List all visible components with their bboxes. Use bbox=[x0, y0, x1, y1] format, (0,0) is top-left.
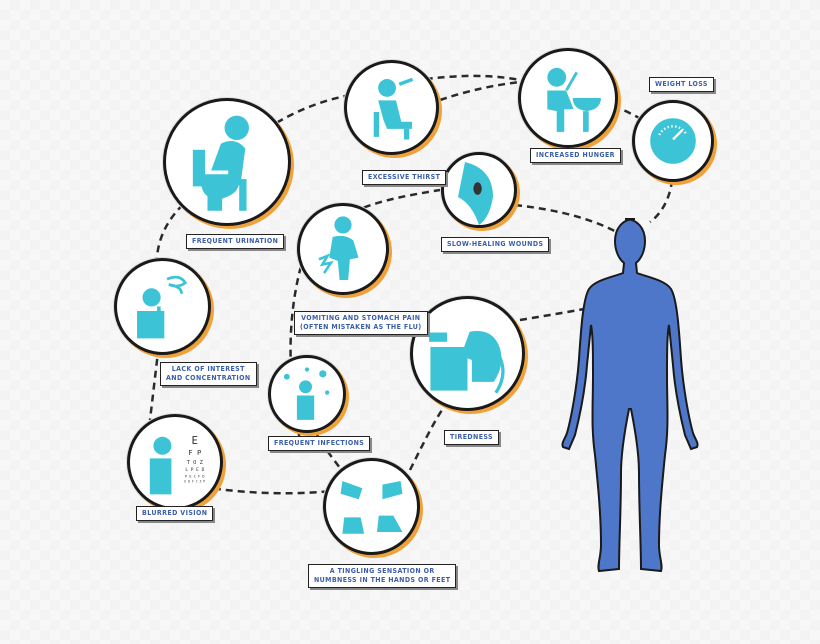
drinking-person-icon bbox=[344, 60, 439, 155]
eye-chart-line: T O Z bbox=[187, 460, 204, 466]
label-vomiting: Vomiting and stomach pain (often mistake… bbox=[294, 311, 428, 335]
eye-chart-line: E D F C Z P bbox=[184, 480, 205, 484]
eating-person-icon bbox=[518, 48, 618, 148]
label-tiredness: Tiredness bbox=[444, 430, 499, 445]
label-line: Lack of interest bbox=[171, 365, 245, 373]
stomach-pain-icon bbox=[297, 203, 389, 295]
label-frequent-urination: Frequent urination bbox=[186, 234, 285, 249]
eye-chart-line: L P E D bbox=[185, 467, 204, 473]
label-line: Vomiting and stomach pain bbox=[301, 314, 421, 322]
label-lack-of-interest: Lack of interest and concentration bbox=[160, 362, 257, 386]
label-line: A tingling sensation or bbox=[329, 567, 435, 575]
germs-person-icon bbox=[268, 355, 346, 433]
eye-chart-line: P E C F D bbox=[185, 474, 204, 478]
label-weight-loss: Weight loss bbox=[649, 77, 714, 92]
label-frequent-infections: Frequent infections bbox=[268, 436, 371, 451]
weight-to-body-line bbox=[649, 179, 674, 224]
thirst-to-hunger-line bbox=[439, 80, 521, 102]
label-line: (often mistaken as the flu) bbox=[300, 322, 422, 331]
label-slow-healing-wounds: Slow-healing wounds bbox=[441, 237, 550, 252]
tired-desk-person-icon bbox=[410, 296, 525, 411]
hands-feet-icon bbox=[323, 458, 420, 555]
label-increased-hunger: Increased hunger bbox=[530, 148, 621, 163]
wound-skin-icon bbox=[441, 152, 517, 228]
scale-gauge-icon bbox=[632, 100, 714, 182]
label-blurred-vision: Blurred vision bbox=[136, 506, 214, 521]
label-excessive-thirst: Excessive thirst bbox=[362, 170, 447, 185]
eye-chart-line: F P bbox=[188, 448, 201, 457]
confused-person-icon bbox=[114, 258, 211, 355]
eye-chart-line: E bbox=[192, 434, 199, 447]
label-line: and concentration bbox=[166, 373, 251, 382]
label-tingling: A tingling sensation or numbness in the … bbox=[308, 564, 457, 588]
human-body-silhouette bbox=[561, 218, 699, 573]
toilet-person-icon bbox=[163, 98, 291, 226]
label-line: numbness in the hands or feet bbox=[314, 575, 451, 584]
eye-chart-icon: E F P T O Z L P E D P E C F D E D F C Z … bbox=[127, 414, 223, 510]
